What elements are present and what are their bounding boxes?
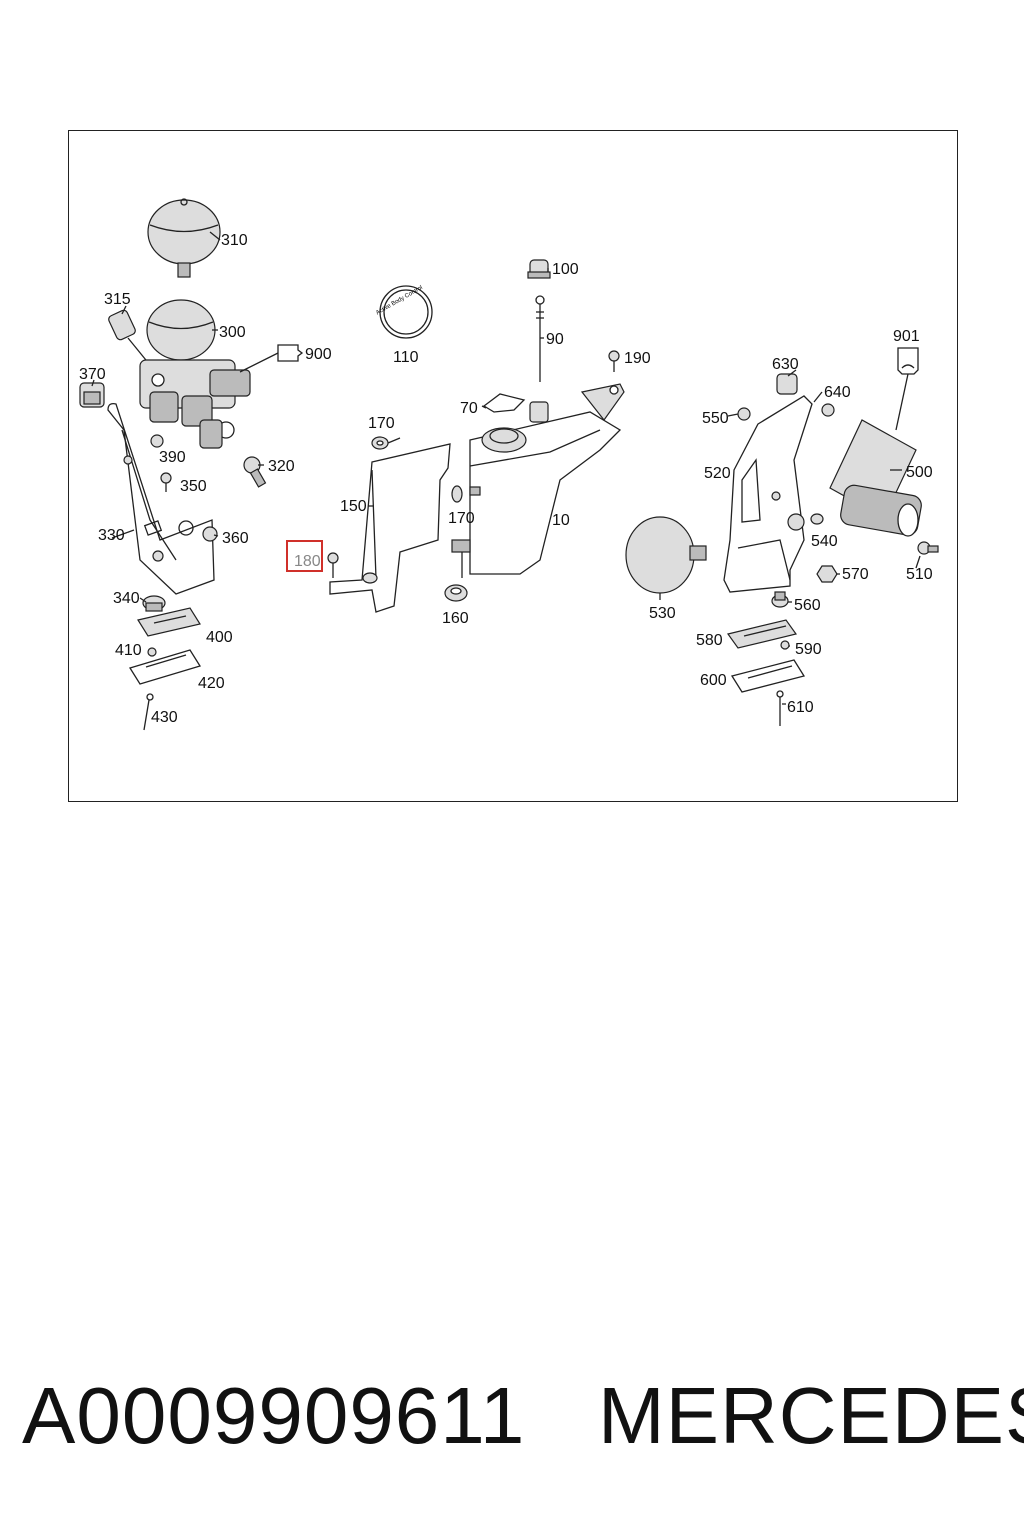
connector-900 — [239, 344, 304, 373]
part-label-550: 550 — [702, 410, 729, 427]
part-label-420: 420 — [198, 675, 225, 692]
part-labels: 310 315 300 900 370 390 320 350 330 360 … — [79, 232, 933, 726]
highlight-box-180 — [286, 540, 323, 572]
part-label-170-side: 170 — [448, 510, 475, 527]
part-label-390: 390 — [159, 449, 186, 466]
part-label-315: 315 — [104, 291, 131, 308]
brand-name: MERCEDES — [598, 1371, 1024, 1460]
bolt-350 — [160, 472, 172, 492]
bracket-520 — [723, 395, 813, 593]
mount-340 — [142, 595, 166, 612]
bolt-180 — [327, 552, 339, 578]
part-label-10: 10 — [552, 512, 570, 529]
pad-580 — [726, 619, 798, 649]
leader-lines — [91, 231, 921, 705]
part-label-180: 180 — [294, 553, 321, 570]
bolt-550 — [737, 407, 751, 421]
nut-570 — [816, 565, 838, 583]
part-label-330: 330 — [98, 527, 125, 544]
bolt-190 — [608, 350, 620, 372]
gasket-70 — [482, 393, 526, 413]
part-label-610: 610 — [787, 699, 814, 716]
part-label-901: 901 — [893, 328, 920, 345]
part-label-400: 400 — [206, 629, 233, 646]
tie-430 — [143, 693, 154, 731]
bushing-360 — [202, 526, 218, 542]
part-label-410: 410 — [115, 642, 142, 659]
part-label-300: 300 — [219, 324, 246, 341]
mount-560 — [771, 591, 789, 608]
washer-540 — [810, 513, 824, 525]
part-label-70: 70 — [460, 400, 478, 417]
clip-410 — [147, 647, 157, 657]
part-label-510: 510 — [906, 566, 933, 583]
nut-630 — [776, 373, 798, 395]
badge-110: Active Body Control — [375, 285, 433, 339]
dipstick-90 — [535, 295, 545, 382]
part-label-320: 320 — [268, 458, 295, 475]
part-label-570: 570 — [842, 566, 869, 583]
part-label-640: 640 — [824, 384, 851, 401]
part-label-430: 430 — [151, 709, 178, 726]
cap-100 — [527, 259, 551, 279]
part-label-360: 360 — [222, 530, 249, 547]
part-label-100: 100 — [552, 261, 579, 278]
part-label-90: 90 — [546, 331, 564, 348]
part-label-150: 150 — [340, 498, 367, 515]
part-label-900: 900 — [305, 346, 332, 363]
fitting-370 — [79, 382, 105, 408]
valve-block — [139, 359, 251, 449]
motor-500 — [829, 419, 922, 537]
part-label-530: 530 — [649, 605, 676, 622]
connector-901 — [895, 347, 919, 431]
part-label-520: 520 — [704, 465, 731, 482]
part-label-630: 630 — [772, 356, 799, 373]
part-label-590: 590 — [795, 641, 822, 658]
nut-390 — [150, 434, 164, 448]
clip-590 — [780, 640, 790, 650]
washer-170-top — [371, 436, 389, 450]
grommet-170-side — [451, 485, 481, 503]
part-label-340: 340 — [113, 590, 140, 607]
diagram-frame — [68, 130, 958, 802]
part-number: A0009909611 — [22, 1371, 526, 1460]
footer: A0009909611 MERCEDES — [0, 1370, 1024, 1480]
sensor-510 — [917, 541, 939, 555]
part-label-580: 580 — [696, 632, 723, 649]
reservoir-10 — [451, 383, 625, 578]
plate-420 — [128, 649, 202, 685]
plate-600 — [730, 659, 806, 693]
accumulator-310 — [147, 198, 221, 278]
accumulator-300 — [146, 299, 216, 361]
pad-400 — [137, 607, 201, 637]
part-label-540: 540 — [811, 533, 838, 550]
part-label-600: 600 — [700, 672, 727, 689]
part-label-560: 560 — [794, 597, 821, 614]
bracket-150 — [329, 443, 451, 613]
part-label-160: 160 — [442, 610, 469, 627]
pressure-sensor-315 — [108, 309, 151, 366]
part-label-370: 370 — [79, 366, 106, 383]
part-label-170-top: 170 — [368, 415, 395, 432]
grommet-160 — [444, 584, 468, 602]
tie-610 — [776, 690, 784, 726]
part-label-110: 110 — [393, 349, 419, 366]
bracket-330 — [107, 402, 215, 595]
sensor-320 — [243, 456, 267, 488]
part-label-310: 310 — [221, 232, 248, 249]
part-label-190: 190 — [624, 350, 651, 367]
accumulator-530 — [625, 516, 707, 594]
screw-640 — [821, 403, 835, 417]
part-label-350: 350 — [180, 478, 207, 495]
part-label-500: 500 — [906, 464, 933, 481]
